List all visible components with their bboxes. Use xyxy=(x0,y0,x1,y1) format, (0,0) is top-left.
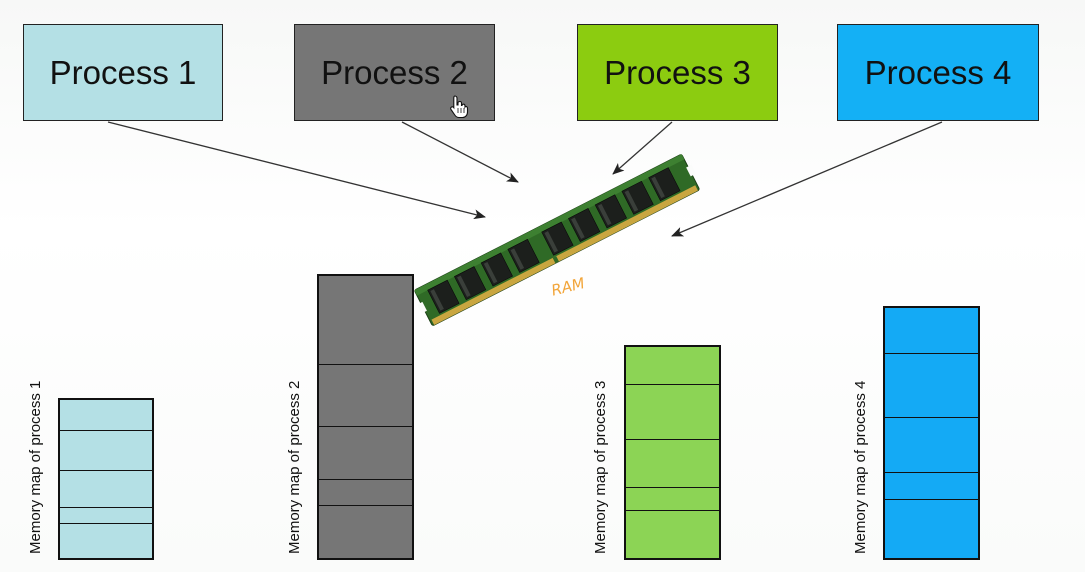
memory-map-4 xyxy=(883,306,980,560)
memory-segment-divider xyxy=(626,384,719,385)
hand-pointer-icon xyxy=(450,95,469,119)
process-2-label: Process 2 xyxy=(321,53,468,91)
memory-map-1-label: Memory map of process 1 xyxy=(27,380,44,554)
memory-segment-divider xyxy=(319,364,412,365)
memory-map-1 xyxy=(58,398,154,560)
memory-map-2-label: Memory map of process 2 xyxy=(286,380,303,554)
memory-map-3 xyxy=(624,345,721,560)
arrow-process-2-to-ram xyxy=(401,121,519,183)
memory-segment-divider xyxy=(885,417,978,418)
memory-segment-divider xyxy=(60,430,152,431)
process-1-label: Process 1 xyxy=(49,53,197,91)
memory-map-4-label: Memory map of process 4 xyxy=(852,380,869,554)
ram-label: RAM xyxy=(550,274,587,300)
memory-segment-divider xyxy=(626,510,719,511)
memory-segment-divider xyxy=(885,472,978,473)
memory-segment-divider xyxy=(885,499,978,500)
memory-map-2 xyxy=(317,274,414,560)
memory-segment-divider xyxy=(319,479,412,480)
memory-segment-divider xyxy=(319,426,412,427)
memory-map-3-label: Memory map of process 3 xyxy=(592,380,609,554)
memory-segment-divider xyxy=(60,507,152,508)
memory-segment-divider xyxy=(60,523,152,524)
process-4-box: Process 4 xyxy=(837,24,1039,121)
arrow-process-4-to-ram xyxy=(671,121,943,237)
memory-segment-divider xyxy=(626,439,719,440)
arrow-process-3-to-ram xyxy=(612,121,673,175)
memory-segment-divider xyxy=(60,470,152,471)
memory-segment-divider xyxy=(885,353,978,354)
process-3-label: Process 3 xyxy=(604,53,751,91)
process-3-box: Process 3 xyxy=(577,24,778,121)
memory-segment-divider xyxy=(319,505,412,506)
process-4-label: Process 4 xyxy=(864,53,1012,91)
arrow-process-1-to-ram xyxy=(107,121,486,220)
process-1-box: Process 1 xyxy=(23,24,223,121)
memory-segment-divider xyxy=(626,487,719,488)
